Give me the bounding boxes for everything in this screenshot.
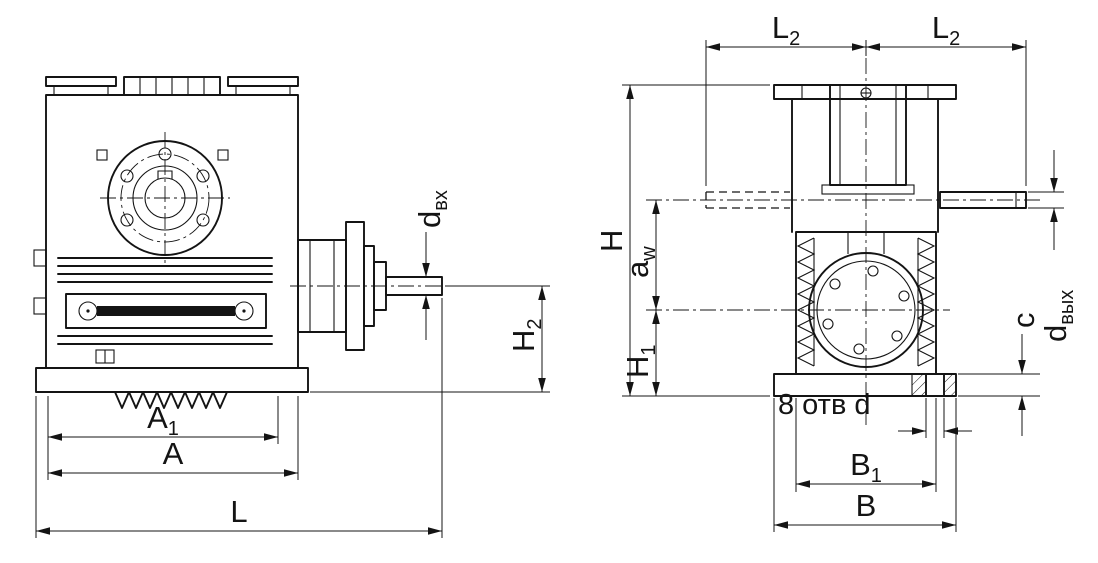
- right-base-plate: [773, 373, 957, 397]
- dim-label-a: A: [163, 436, 184, 471]
- dim-label-h1: H1: [620, 344, 660, 378]
- dim-l2-right: L2: [866, 10, 1027, 186]
- drain-plug: [95, 349, 115, 364]
- dim-b: B: [773, 398, 957, 532]
- dim-label-h: H: [594, 230, 629, 252]
- dim-holes: 8 отв d: [778, 389, 972, 438]
- dim-a: A: [48, 396, 299, 480]
- dim-d-in: dвх: [412, 190, 452, 340]
- right-shaft: [939, 191, 1027, 209]
- right-ribs: [916, 237, 936, 367]
- left-screw-right: [217, 149, 229, 161]
- left-side-tab-upper: [33, 249, 47, 267]
- worm-wheel-flange: [100, 132, 230, 264]
- left-view-side: dвх H2 A1 A L: [33, 76, 550, 538]
- front-flange: [808, 252, 924, 368]
- left-top-lug-left: [45, 76, 117, 87]
- dim-c: c: [958, 313, 1041, 436]
- upper-bracket: [821, 84, 915, 195]
- dim-label-a1: A1: [147, 400, 179, 440]
- dim-l2-left: L2: [705, 10, 867, 186]
- dim-label-b: B: [856, 488, 877, 523]
- dim-h2: H2: [310, 285, 550, 393]
- dim-label-b1: B1: [850, 447, 882, 487]
- holes-note-label: 8 отв d: [778, 389, 871, 421]
- left-screw-left: [96, 149, 108, 161]
- dim-label-aw: aw: [620, 246, 660, 278]
- dim-label-l2-left: L2: [772, 10, 800, 50]
- dim-label-d-out: dвых: [1038, 290, 1078, 342]
- dim-label-d-in: dвх: [412, 190, 452, 228]
- dim-b1: B1: [795, 398, 937, 492]
- dim-l: L: [35, 298, 443, 538]
- input-shaft-unit: [290, 221, 458, 351]
- hatch-right-of-hole: [944, 374, 956, 396]
- right-view-front: L2 L2 H aw H1: [594, 10, 1078, 532]
- dim-label-h2: H2: [506, 318, 546, 352]
- dim-h1: H1: [620, 310, 660, 396]
- left-ribs: [796, 237, 816, 367]
- hatch-left-of-hole: [912, 374, 926, 396]
- dim-aw: aw: [620, 200, 660, 310]
- dim-a1: A1: [47, 396, 279, 480]
- left-side-tab-lower: [33, 297, 47, 315]
- dim-label-c: c: [1006, 313, 1041, 329]
- dim-label-l: L: [230, 494, 247, 529]
- bearing-bar: [65, 293, 267, 329]
- left-top-lug-right: [227, 76, 299, 87]
- bottom-zigzag-fins: [114, 391, 228, 409]
- dim-label-l2-right: L2: [932, 10, 960, 50]
- dim-h: H: [594, 84, 770, 397]
- cooling-fins: [57, 257, 273, 345]
- left-shaft-hidden: [705, 191, 790, 209]
- dim-d-out: dвых: [1028, 150, 1078, 342]
